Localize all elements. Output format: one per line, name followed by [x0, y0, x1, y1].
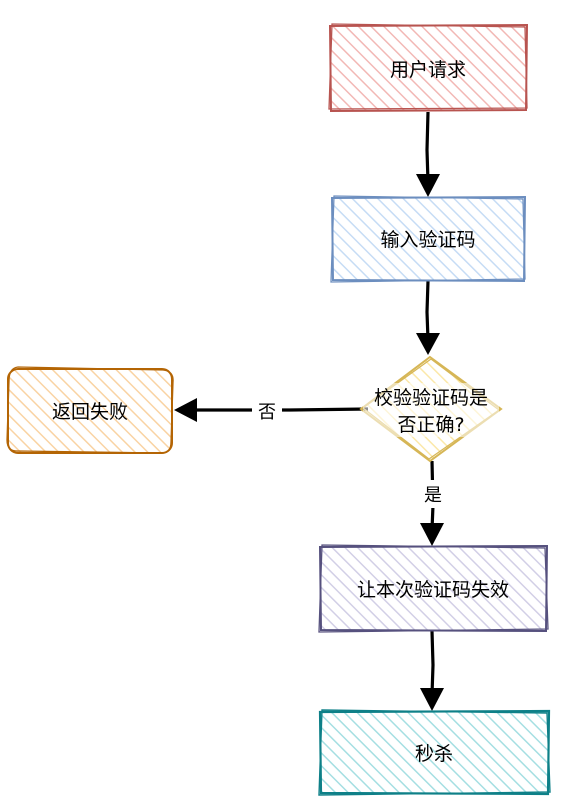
node-return-failure-label: 返回失败: [52, 401, 128, 423]
node-invalidate-captcha-label: 让本次验证码失效: [357, 579, 509, 601]
node-seckill: 秒杀: [318, 709, 551, 796]
node-seckill-label: 秒杀: [415, 743, 453, 765]
edge-label-yes: 是: [424, 485, 442, 506]
node-input-captcha: 输入验证码: [330, 195, 527, 283]
edge-verify-to-failure: [174, 398, 369, 422]
node-user-request-label: 用户请求: [390, 59, 466, 81]
edge-label-no: 否: [258, 402, 276, 423]
node-verify-captcha-line1: 校验验证码是: [374, 387, 488, 409]
node-user-request: 用户请求: [328, 23, 529, 113]
edge-invalidate-to-seckill: [420, 630, 444, 711]
edge-label-no-bg: [252, 396, 282, 424]
edge-request-to-input: [416, 111, 440, 197]
node-return-failure: 返回失败: [6, 366, 174, 454]
node-verify-captcha: 校验验证码是 否正确?: [359, 355, 503, 463]
edge-input-to-verify: [416, 280, 440, 355]
edge-label-yes-bg: [418, 480, 448, 508]
node-invalidate-captcha: 让本次验证码失效: [318, 544, 549, 633]
node-verify-captcha-line2: 否正确?: [397, 414, 464, 436]
node-input-captcha-label: 输入验证码: [380, 229, 475, 251]
